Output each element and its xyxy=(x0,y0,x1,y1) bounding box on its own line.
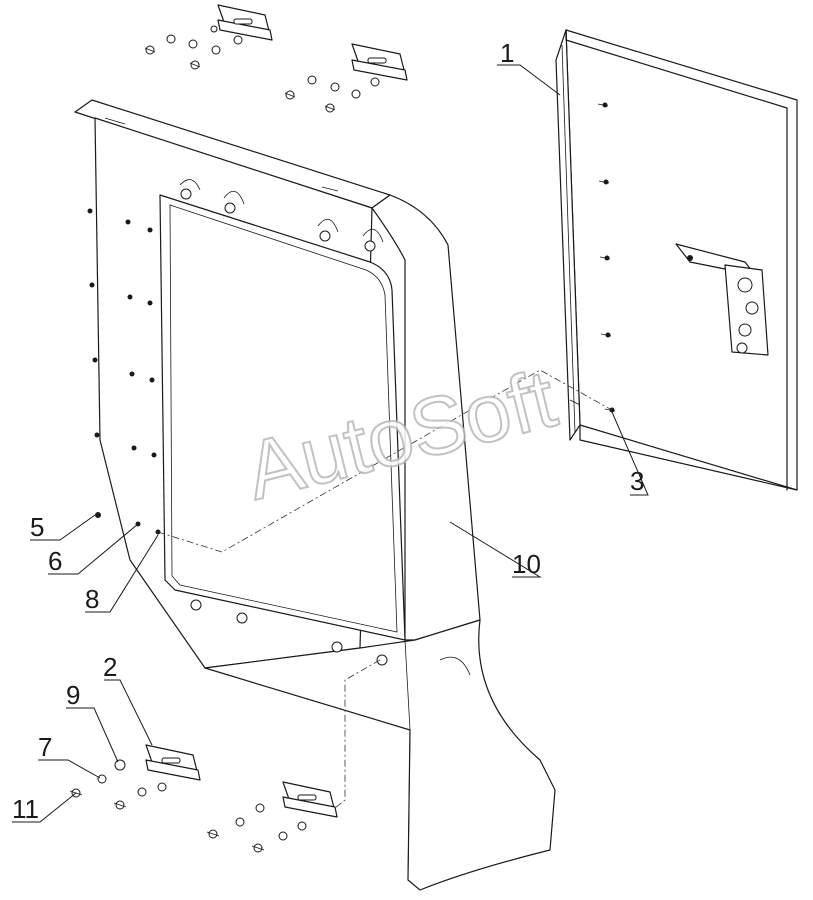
assembly-lines xyxy=(157,369,613,813)
top-tabs xyxy=(179,179,384,252)
callout-9: 9 xyxy=(66,680,80,710)
callout-11: 11 xyxy=(12,794,39,824)
callout-8: 8 xyxy=(85,584,99,614)
callout-10: 10 xyxy=(512,549,541,579)
callout-7: 7 xyxy=(38,732,52,762)
top-fastener-set-left xyxy=(144,4,273,70)
bottom-fastener-set-right xyxy=(206,781,338,853)
callout-5: 5 xyxy=(30,512,44,542)
callout-3: 3 xyxy=(630,466,644,496)
callout-labels: 1 2 3 5 6 7 8 9 10 11 xyxy=(12,38,644,824)
top-fastener-set-right xyxy=(284,43,408,113)
callout-6: 6 xyxy=(48,546,62,576)
bottom-fastener-set-left xyxy=(69,744,201,810)
door-panel xyxy=(555,29,798,491)
radiator-shroud xyxy=(74,99,556,891)
callout-2: 2 xyxy=(103,652,117,682)
callout-1: 1 xyxy=(500,38,514,68)
callout-leaders xyxy=(12,64,649,823)
hinge-bracket xyxy=(675,243,769,356)
bottom-tabs xyxy=(190,599,388,666)
